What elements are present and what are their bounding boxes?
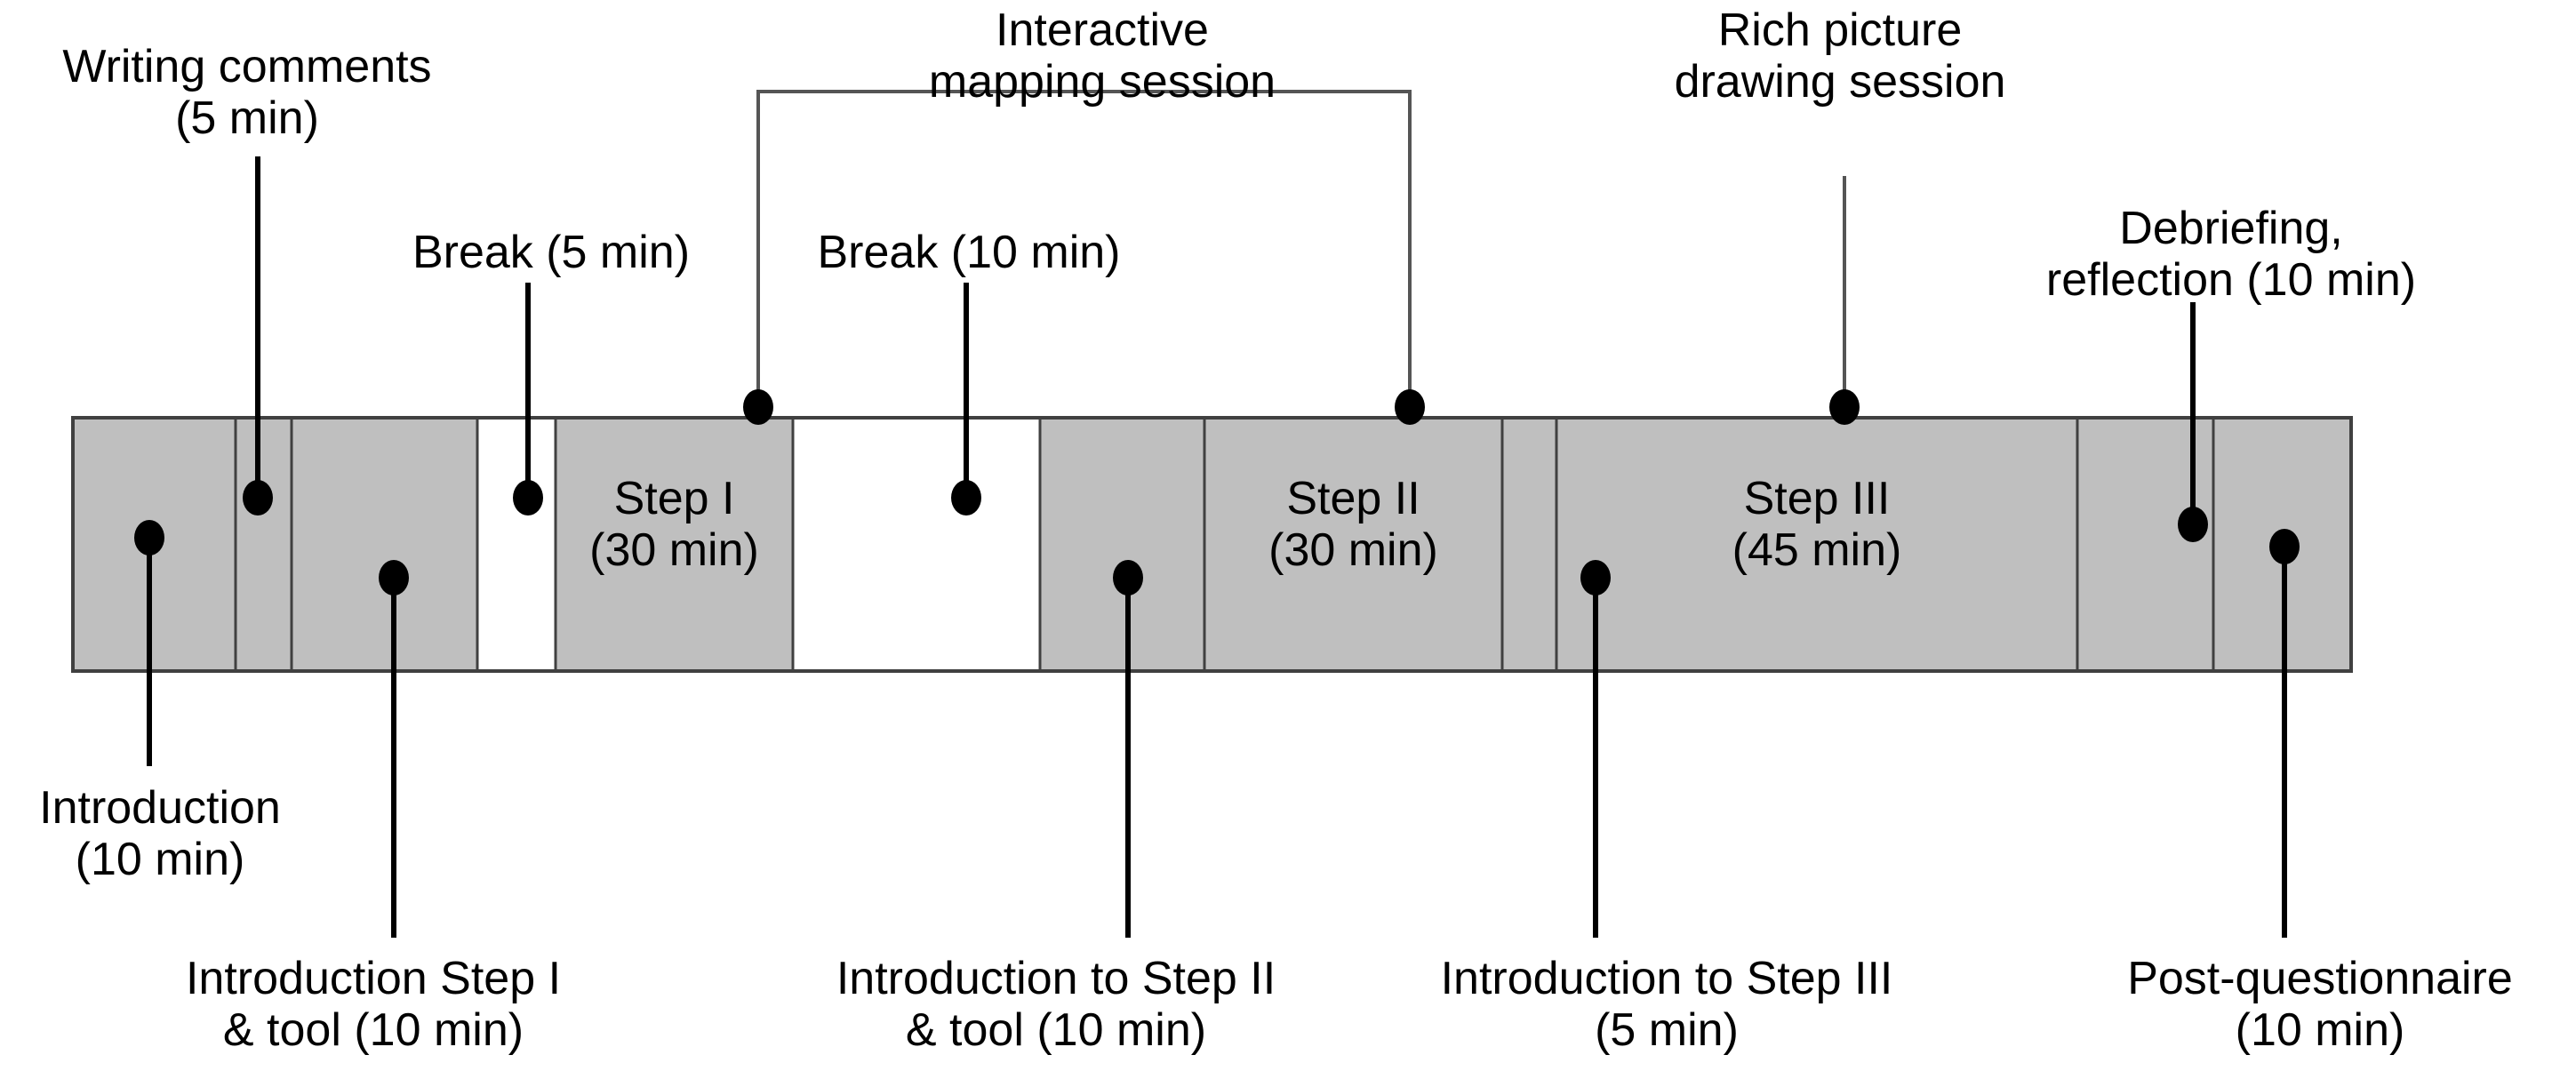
leader-dot-debriefing [2178,507,2208,542]
bar-segment-introduction-step-iii[interactable] [1502,418,1556,671]
leader-dot-rich-picture-drawing-session [1829,389,1860,425]
callout-label-post-questionnaire: Post-questionnaire (10 min) [2127,953,2513,1056]
segment-label-step-i: Step I (30 min) [589,473,759,576]
bar-segment-step-i[interactable] [556,418,793,671]
callout-label-interactive-mapping-session: Interactive mapping session [928,4,1276,108]
bar-segment-step-iii[interactable] [1556,418,2077,671]
callout-label-rich-picture-drawing-session: Rich picture drawing session [1674,4,2006,108]
callout-label-introduction: Introduction (10 min) [39,782,281,885]
leader-dot-post-questionnaire [2269,529,2300,564]
leader-dot-introduction [134,520,164,555]
leader-dot-break-10 [951,480,981,516]
leader-dot-introduction-step-ii [1113,560,1143,595]
bar-segment-step-ii[interactable] [1204,418,1502,671]
bar-segment-break-5[interactable] [477,418,556,671]
leader-dot-introduction-step-iii [1580,560,1611,595]
bar-segment-break-10[interactable] [793,418,1040,671]
bar-outline [71,416,2353,673]
callout-label-break-5: Break (5 min) [412,227,691,278]
bar-segment-writing-comments[interactable] [236,418,292,671]
callout-label-introduction-step-ii: Introduction to Step II & tool (10 min) [836,953,1276,1056]
callout-label-debriefing: Debriefing, reflection (10 min) [2045,203,2417,306]
leader-dot-break-5 [513,480,543,516]
callout-label-introduction-step-iii: Introduction to Step III (5 min) [1440,953,1893,1056]
callout-label-writing-comments: Writing comments (5 min) [62,41,432,144]
segment-label-step-ii: Step II (30 min) [1268,473,1438,576]
bar-segment-introduction-step-ii[interactable] [1040,418,1204,671]
leader-dot-interactive-mapping-session-right [1395,389,1425,425]
callout-label-break-10: Break (10 min) [817,227,1121,278]
leader-dot-introduction-step-i [379,560,409,595]
bracket-interactive-mapping-session [756,90,1412,407]
leader-dot-interactive-mapping-session-left [743,389,773,425]
segment-label-step-iii: Step III (45 min) [1732,473,1902,576]
callout-label-introduction-step-i: Introduction Step I & tool (10 min) [185,953,562,1056]
leader-dot-writing-comments [243,480,273,516]
bar-segment-introduction-step-i[interactable] [292,418,477,671]
